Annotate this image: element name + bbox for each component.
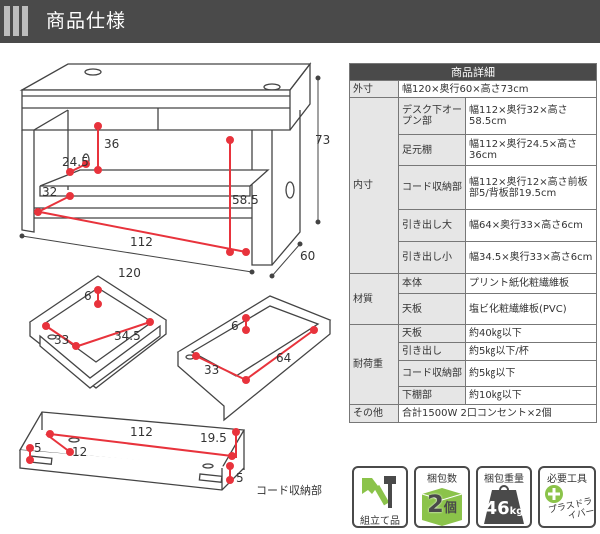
- spec-sub-inner-4: 引き出し大: [398, 209, 466, 242]
- package-box-icon: [421, 488, 463, 526]
- drawer-small-dimension-labels: 6 33 34.5: [54, 289, 141, 347]
- spec-sub-inner-3: コード収納部: [398, 165, 466, 210]
- dim-cord-front-height: 5: [34, 441, 42, 455]
- dim-cord-back-height: 19.5: [200, 431, 227, 445]
- spec-val-inner-1: 幅112×奥行32×高さ58.5cm: [465, 97, 597, 135]
- spec-cat-material: 材質: [349, 273, 399, 325]
- package-weight-badge: 梱包重量 46kg: [476, 466, 532, 528]
- spec-val-inner-5: 幅34.5×奥行33×高さ6cm: [465, 241, 597, 274]
- spec-sub-inner-5: 引き出し小: [398, 241, 466, 274]
- spec-sub-inner-1: デスク下オープン部: [398, 97, 466, 135]
- cord-storage-label: コード収納部: [256, 483, 322, 497]
- cord-storage-dimension-lines: [26, 428, 240, 484]
- spec-val-load-3: 約5㎏以下: [465, 360, 597, 387]
- spec-cat-load: 耐荷重: [349, 324, 399, 405]
- spec-sub-load-4: 下棚部: [398, 386, 466, 405]
- cord-storage-dimension-labels: 112 19.5 5 12 5 コード収納部: [34, 425, 322, 497]
- spec-sub-material-2: 天板: [398, 293, 466, 325]
- header-bar: 商品仕様: [0, 0, 600, 40]
- dim-drawer-small-width: 34.5: [114, 329, 141, 343]
- plus-screwdriver-icon: [545, 485, 563, 503]
- dim-underdesk-depth: 32: [42, 185, 57, 199]
- dim-cord-depth: 12: [72, 445, 87, 459]
- product-badges: 組立て品 梱包数 2個 梱包重量 46kg 必要工具 プラスドライバー: [352, 466, 598, 530]
- package-count-badge: 梱包数 2個: [414, 466, 470, 528]
- spec-val-outer: 幅120×奥行60×高さ73cm: [398, 80, 597, 98]
- required-tools-badge: 必要工具 プラスドライバー: [538, 466, 596, 528]
- weight-icon: [484, 485, 524, 524]
- package-count-value: 2個: [427, 490, 457, 518]
- spec-sub-load-3: コード収納部: [398, 360, 466, 387]
- spec-table: 商品詳細 外寸 幅120×奥行60×高さ73cm 内寸 デスク下オープン部 幅1…: [349, 63, 597, 423]
- dim-cord-front-height-right: 5: [236, 471, 244, 485]
- drawer-large-dimension-labels: 6 33 64: [204, 319, 291, 377]
- spec-cat-inner: 内寸: [349, 97, 399, 274]
- header-stripes: [4, 6, 28, 36]
- dim-drawer-small-height: 6: [84, 289, 92, 303]
- package-weight-label: 梱包重量: [484, 474, 524, 485]
- spec-sub-load-1: 天板: [398, 324, 466, 343]
- drawer-large-dimension-lines: [192, 314, 318, 384]
- dim-inner-width: 112: [130, 235, 153, 249]
- dim-drawer-large-height: 6: [231, 319, 239, 333]
- spec-val-material-2: 塩ビ化粧繊維板(PVC): [465, 293, 597, 325]
- dim-desk-width: 120: [118, 266, 141, 280]
- cord-storage-drawing: [18, 411, 246, 491]
- package-count-label: 梱包数: [427, 474, 457, 485]
- spec-val-inner-3: 幅112×奥行12×高さ前板部5/背板部19.5cm: [465, 165, 597, 210]
- spec-cat-outer: 外寸: [349, 80, 399, 98]
- spec-val-material-1: プリント紙化粧繊維板: [465, 273, 597, 294]
- tools-icon: [362, 476, 396, 508]
- drawer-small-dimension-lines: [42, 286, 154, 350]
- spec-sub-load-2: 引き出し: [398, 342, 466, 361]
- desk-dimension-labels: 73 36 24.5 32 58.5 112 120 60: [42, 133, 330, 280]
- spec-val-inner-2: 幅112×奥行24.5×高さ36cm: [465, 134, 597, 166]
- desk-outer-dimension-lines: [19, 75, 321, 279]
- dim-drawer-large-width: 64: [276, 351, 291, 365]
- dim-foot-shelf-depth: 24.5: [62, 155, 89, 169]
- desk-dimension-lines: [34, 122, 250, 256]
- dim-cord-width: 112: [130, 425, 153, 439]
- dimension-diagrams: 73 36 24.5 32 58.5 112 120 60 6 33 34.5: [18, 62, 332, 497]
- spec-sub-inner-2: 足元棚: [398, 134, 466, 166]
- spec-val-load-4: 約10㎏以下: [465, 386, 597, 405]
- dim-underdesk-height: 58.5: [232, 193, 259, 207]
- spec-table-title: 商品詳細: [349, 63, 597, 81]
- spec-sub-material-1: 本体: [398, 273, 466, 294]
- spec-val-other: 合計1500W 2口コンセント×2個: [398, 404, 597, 423]
- desk-drawing: [19, 62, 312, 266]
- dim-foot-shelf-height: 36: [104, 137, 119, 151]
- spec-cat-other: その他: [349, 404, 399, 423]
- header-underline: [0, 40, 600, 43]
- assembly-badge: 組立て品: [352, 466, 408, 528]
- page-title: 商品仕様: [46, 10, 127, 32]
- spec-val-load-2: 約5㎏以下/杯: [465, 342, 597, 361]
- dim-drawer-large-depth: 33: [204, 363, 219, 377]
- dim-drawer-small-depth: 33: [54, 333, 69, 347]
- dim-desk-depth: 60: [300, 249, 315, 263]
- dim-desk-height: 73: [315, 133, 330, 147]
- spec-val-load-1: 約40㎏以下: [465, 324, 597, 343]
- spec-val-inner-4: 幅64×奥行33×高さ6cm: [465, 209, 597, 242]
- assembly-label: 組立て品: [360, 516, 400, 527]
- package-weight-value: 46kg: [484, 498, 524, 519]
- required-tools-label: 必要工具: [547, 474, 587, 485]
